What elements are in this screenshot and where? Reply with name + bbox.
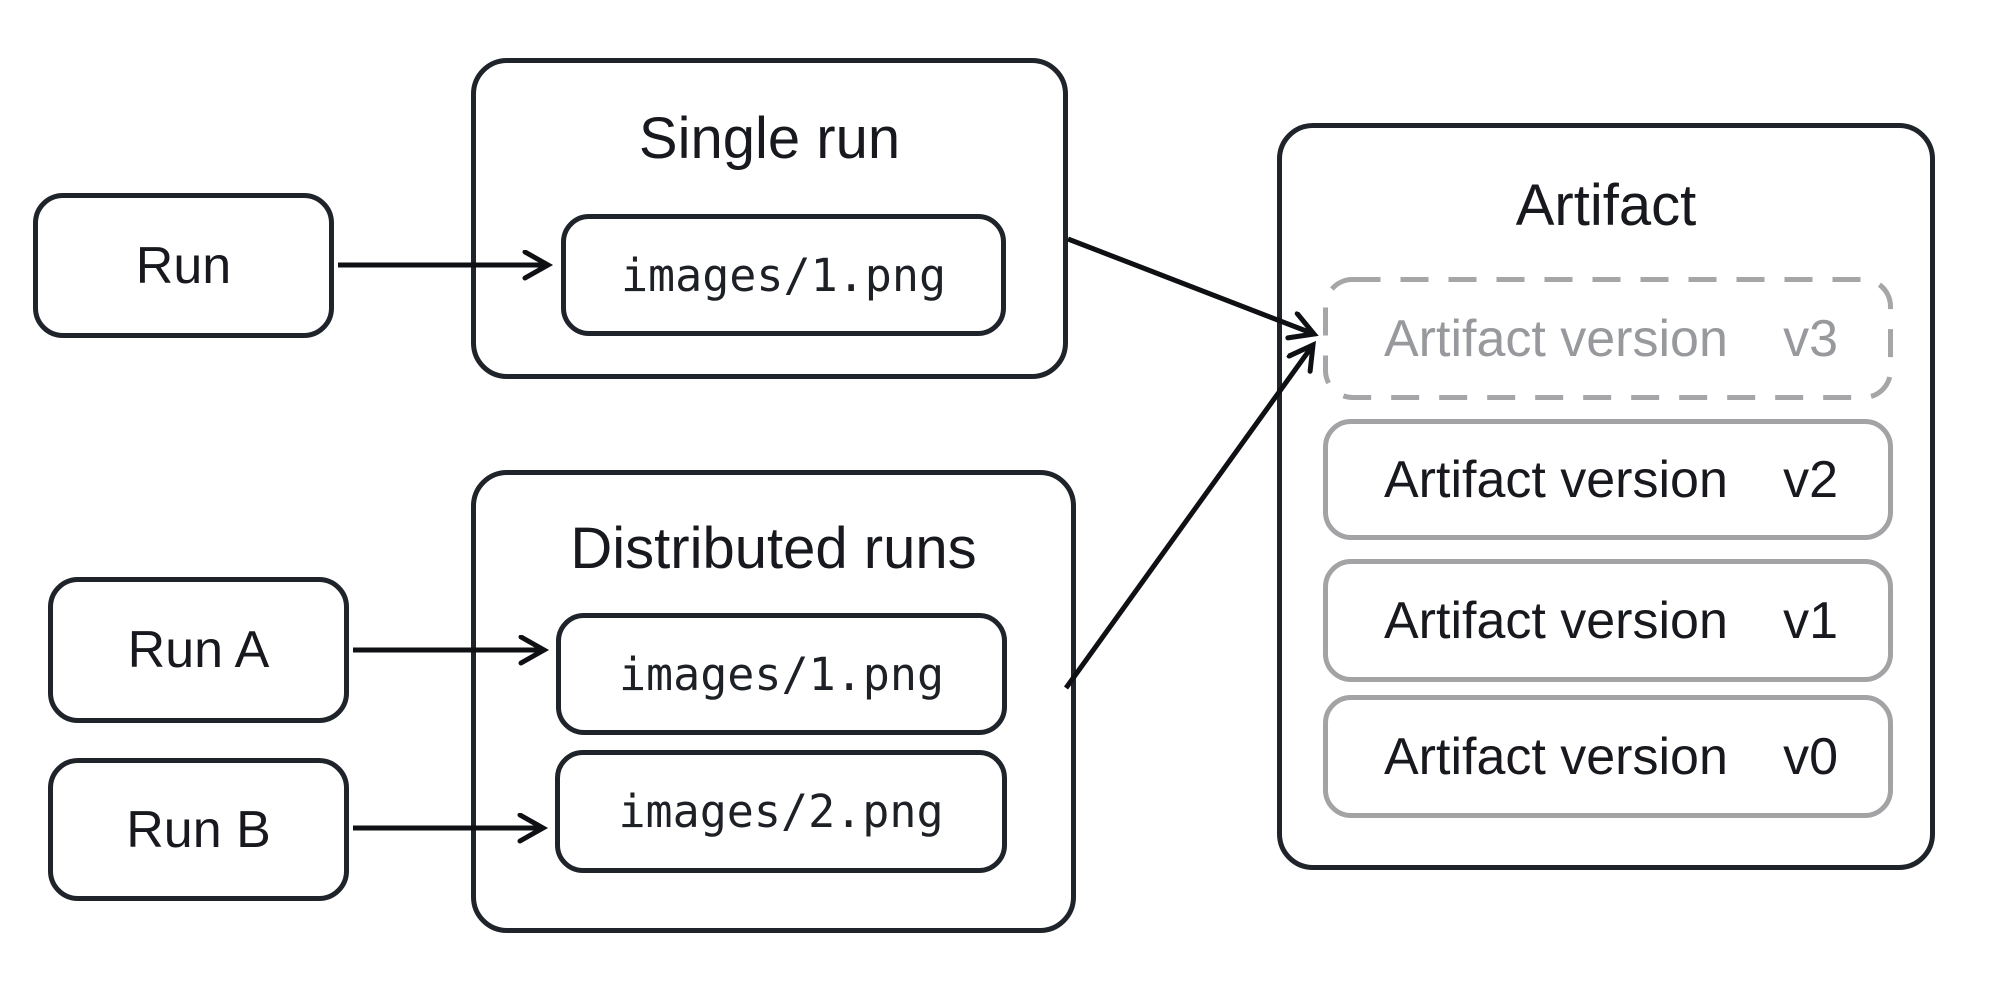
single-run-group: Single run images/1.png — [471, 58, 1068, 379]
arrow-distributed-runs-to-artifact-v3 — [1063, 345, 1313, 690]
version-tag: v2 — [1783, 450, 1838, 509]
single-run-file-label: images/1.png — [620, 248, 947, 302]
artifact-version-row-v0: Artifact version v0 — [1323, 695, 1893, 818]
distributed-runs-group: Distributed runs images/1.png images/2.p… — [471, 470, 1076, 933]
run-node-label: Run — [135, 236, 232, 295]
artifact-version-row-v2: Artifact version v2 — [1323, 419, 1893, 540]
artifact-version-row-v1: Artifact version v1 — [1323, 559, 1893, 682]
version-tag: v3 — [1783, 309, 1838, 368]
artifact-group-title: Artifact — [1515, 173, 1697, 238]
distributed-file-box-2: images/2.png — [555, 750, 1007, 873]
run-a-node-label: Run A — [127, 621, 270, 679]
distributed-file-label-1: images/1.png — [618, 647, 945, 701]
run-node: Run — [33, 193, 334, 338]
distributed-file-box-1: images/1.png — [556, 613, 1007, 735]
single-run-file-box: images/1.png — [561, 214, 1006, 336]
run-a-node: Run A — [48, 577, 349, 723]
version-label: Artifact version — [1384, 727, 1728, 786]
distributed-file-label-2: images/2.png — [618, 785, 944, 838]
single-run-group-title: Single run — [638, 106, 901, 171]
distributed-runs-group-title: Distributed runs — [570, 516, 977, 581]
artifact-group: Artifact Artifact version v3 Artifact ve… — [1277, 123, 1935, 870]
run-b-node-label: Run B — [126, 800, 271, 859]
version-tag: v0 — [1783, 727, 1838, 786]
version-label: Artifact version — [1384, 450, 1728, 509]
version-label: Artifact version — [1384, 309, 1728, 368]
version-tag: v1 — [1783, 591, 1838, 650]
run-b-node: Run B — [48, 758, 349, 901]
version-label: Artifact version — [1384, 591, 1728, 650]
artifact-version-row-v3: Artifact version v3 — [1323, 277, 1893, 400]
